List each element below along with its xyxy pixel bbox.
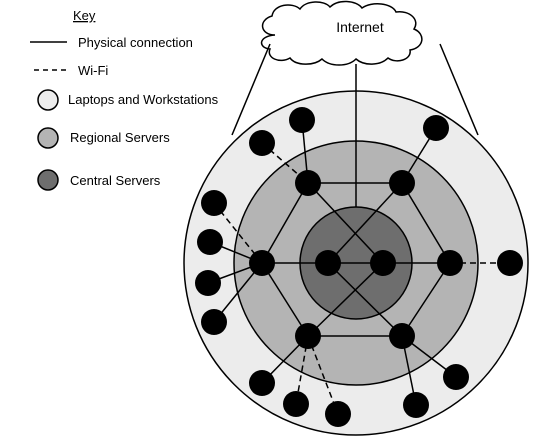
regional-server-node: [295, 323, 321, 349]
regional-server-node: [437, 250, 463, 276]
link: [307, 182, 384, 264]
workstation-node: [325, 401, 351, 427]
central-server-node: [370, 250, 396, 276]
workstation-node: [443, 364, 469, 390]
legend-title: Key: [73, 8, 96, 23]
regional-server-node: [389, 170, 415, 196]
workstation-node: [197, 229, 223, 255]
legend-wifi-label: Wi-Fi: [78, 63, 108, 78]
link: [327, 182, 403, 264]
legend-regional-swatch: [37, 127, 59, 149]
link: [401, 262, 451, 337]
legend-central-label: Central Servers: [70, 173, 161, 188]
workstation-node: [201, 190, 227, 216]
wifi-link: [307, 335, 339, 415]
workstation-node: [195, 270, 221, 296]
cloud-link-right: [439, 43, 479, 136]
legend-physical-label: Physical connection: [78, 35, 193, 50]
regional-server-node: [389, 323, 415, 349]
cloud-link-left: [231, 43, 271, 136]
legend-regional-label: Regional Servers: [70, 130, 170, 145]
workstation-node: [423, 115, 449, 141]
legend-laptops-swatch: [37, 89, 59, 111]
workstation-node: [249, 130, 275, 156]
link: [307, 262, 384, 337]
workstation-node: [201, 309, 227, 335]
nodes: [195, 107, 523, 427]
legend-laptops-label: Laptops and Workstations: [68, 92, 219, 107]
regional-server-node: [295, 170, 321, 196]
regional-server-node: [249, 250, 275, 276]
legend: Key Physical connection Wi-Fi Laptops an…: [30, 8, 219, 191]
central-server-node: [315, 250, 341, 276]
workstation-node: [283, 391, 309, 417]
workstation-node: [497, 250, 523, 276]
link: [401, 182, 451, 264]
cloud-shape: [260, 0, 423, 66]
link: [261, 262, 309, 337]
internet-cloud: Internet: [260, 0, 423, 66]
workstation-node: [289, 107, 315, 133]
legend-central-swatch: [37, 169, 59, 191]
internet-label: Internet: [336, 19, 384, 35]
workstation-node: [403, 392, 429, 418]
workstation-node: [249, 370, 275, 396]
link: [261, 182, 309, 264]
link: [327, 262, 403, 337]
